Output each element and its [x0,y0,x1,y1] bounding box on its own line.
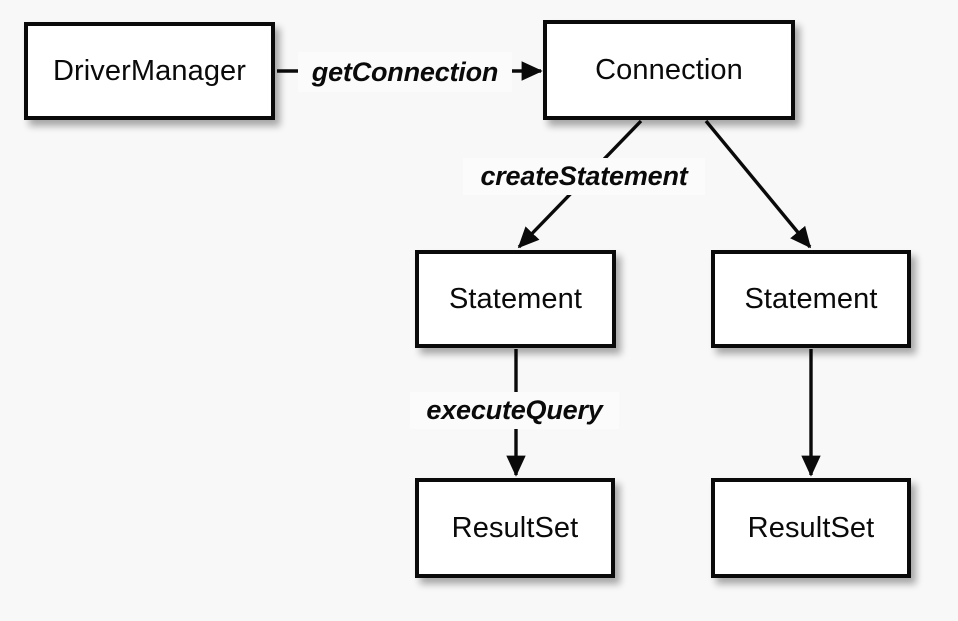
edge-label-create-statement: createStatement [463,158,705,195]
node-label-resultset-left: ResultSet [451,511,579,544]
edge-label-text-get-connection: getConnection [311,56,499,87]
node-driver-manager[interactable]: DriverManager [24,22,275,120]
node-label-statement-left: Statement [448,282,583,315]
node-label-statement-right: Statement [744,282,878,315]
edge-label-get-connection: getConnection [298,52,512,92]
node-label-connection: Connection [595,53,743,86]
node-resultset-left[interactable]: ResultSet [415,478,615,578]
node-statement-right[interactable]: Statement [711,250,911,348]
node-label-resultset-right: ResultSet [747,511,875,544]
node-label-driver-manager: DriverManager [52,54,247,87]
edge-label-execute-query: executeQuery [410,392,619,429]
edge-label-text-execute-query: executeQuery [426,395,603,425]
edge-create-statement-2 [704,119,812,249]
edge-label-text-create-statement: createStatement [480,161,688,191]
node-statement-left[interactable]: Statement [415,250,616,348]
node-resultset-right[interactable]: ResultSet [711,478,911,578]
node-connection[interactable]: Connection [543,20,795,120]
